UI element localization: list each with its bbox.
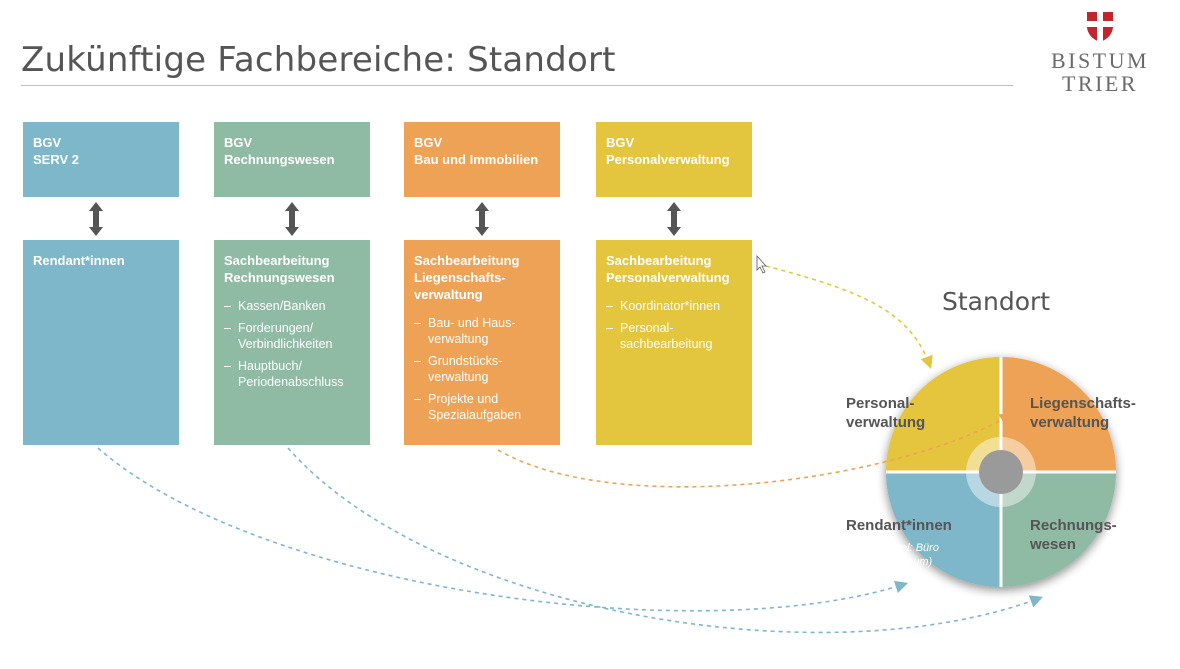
list-item: Personal- sachbearbeitung (606, 320, 742, 352)
quadrant-liegenschaften (1001, 357, 1116, 472)
connector-liegenschaften (497, 413, 1013, 488)
box-bgv-personalverwaltung: BGV Personalverwaltung (596, 122, 752, 197)
bistum-trier-logo: BISTUM TRIER (1030, 10, 1170, 110)
quadrant-label-personal: Personal- verwaltung (846, 395, 926, 431)
logo-text-line2: TRIER (1061, 71, 1139, 96)
list-item: Hauptbuch/ Periodenabschluss (224, 358, 360, 390)
standort-title: Standort (942, 287, 1051, 316)
box-top-line: SERV 2 (33, 152, 80, 167)
box-bgv-bau-immobilien: BGV Bau und Immobilien (404, 122, 560, 197)
list-item: Projekte und Spezialaufgaben (414, 391, 550, 423)
box-top-line: BGV (33, 135, 62, 150)
box-title-line: Sachbearbeitung (224, 253, 330, 268)
double-arrow-icon (667, 202, 681, 236)
box-top-line: Bau und Immobilien (414, 152, 539, 167)
box-title-line: Sachbearbeitung (606, 253, 712, 268)
box-rendant-innen: Rendant*innen (23, 240, 179, 445)
shield-cross-icon (1087, 12, 1113, 42)
list-item: Bau- und Haus- verwaltung (414, 315, 550, 347)
logo-text-line1: BISTUM (1050, 48, 1150, 73)
quadrant-note-rendant: (In der Regel: Büro Pastoraler Raum) (846, 542, 939, 568)
box-bgv-serv2: BGV SERV 2 (23, 122, 179, 197)
double-arrow-icon (285, 202, 299, 236)
quadrant-personal (886, 357, 1001, 472)
list-item: Koordinator*innen (606, 298, 742, 314)
connector-rendant (97, 447, 909, 612)
quadrant-label-liegenschaften: Liegenschafts- verwaltung (1030, 395, 1136, 431)
standort-circle (886, 357, 1116, 587)
quadrant-rendant (886, 472, 1001, 587)
list-item: Kassen/Banken (224, 298, 360, 314)
double-arrow-icon (475, 202, 489, 236)
box-bgv-rechnungswesen: BGV Rechnungswesen (214, 122, 370, 197)
quadrant-label-rendant: Rendant*innen (846, 517, 952, 534)
page-title: Zukünftige Fachbereiche: Standort (21, 40, 616, 80)
box-top-line: Personalverwaltung (606, 152, 730, 167)
box-title-line: Rendant*innen (33, 253, 125, 268)
box-top-line: BGV (224, 135, 253, 150)
center-dot (979, 450, 1023, 494)
box-title-line: Rechnungswesen (224, 270, 335, 285)
quadrant-rechnungswesen (1001, 472, 1116, 587)
box-title-line: verwaltung (414, 287, 483, 302)
box-title-line: Sachbearbeitung (414, 253, 520, 268)
double-arrow-icon (89, 202, 103, 236)
connector-personal (757, 263, 933, 370)
box-sachbearbeitung-liegenschaften: Sachbearbeitung Liegenschafts- verwaltun… (404, 240, 560, 445)
box-sachbearbeitung-personal: Sachbearbeitung Personalverwaltung Koord… (596, 240, 752, 445)
box-title-line: Personalverwaltung (606, 270, 730, 285)
box-title-line: Liegenschafts- (414, 270, 506, 285)
mouse-pointer-icon (756, 254, 767, 274)
box-top-line: BGV (606, 135, 635, 150)
title-divider (21, 85, 1013, 86)
box-top-line: BGV (414, 135, 443, 150)
box-top-line: Rechnungswesen (224, 152, 335, 167)
list-item: Grundstücks- verwaltung (414, 353, 550, 385)
box-sachbearbeitung-rechnungswesen: Sachbearbeitung Rechnungswesen Kassen/Ba… (214, 240, 370, 445)
quadrant-label-rechnungswesen: Rechnungs- wesen (1030, 517, 1117, 553)
connector-rechnungswesen (287, 447, 1043, 634)
list-item: Forderungen/ Verbindlichkeiten (224, 320, 360, 352)
